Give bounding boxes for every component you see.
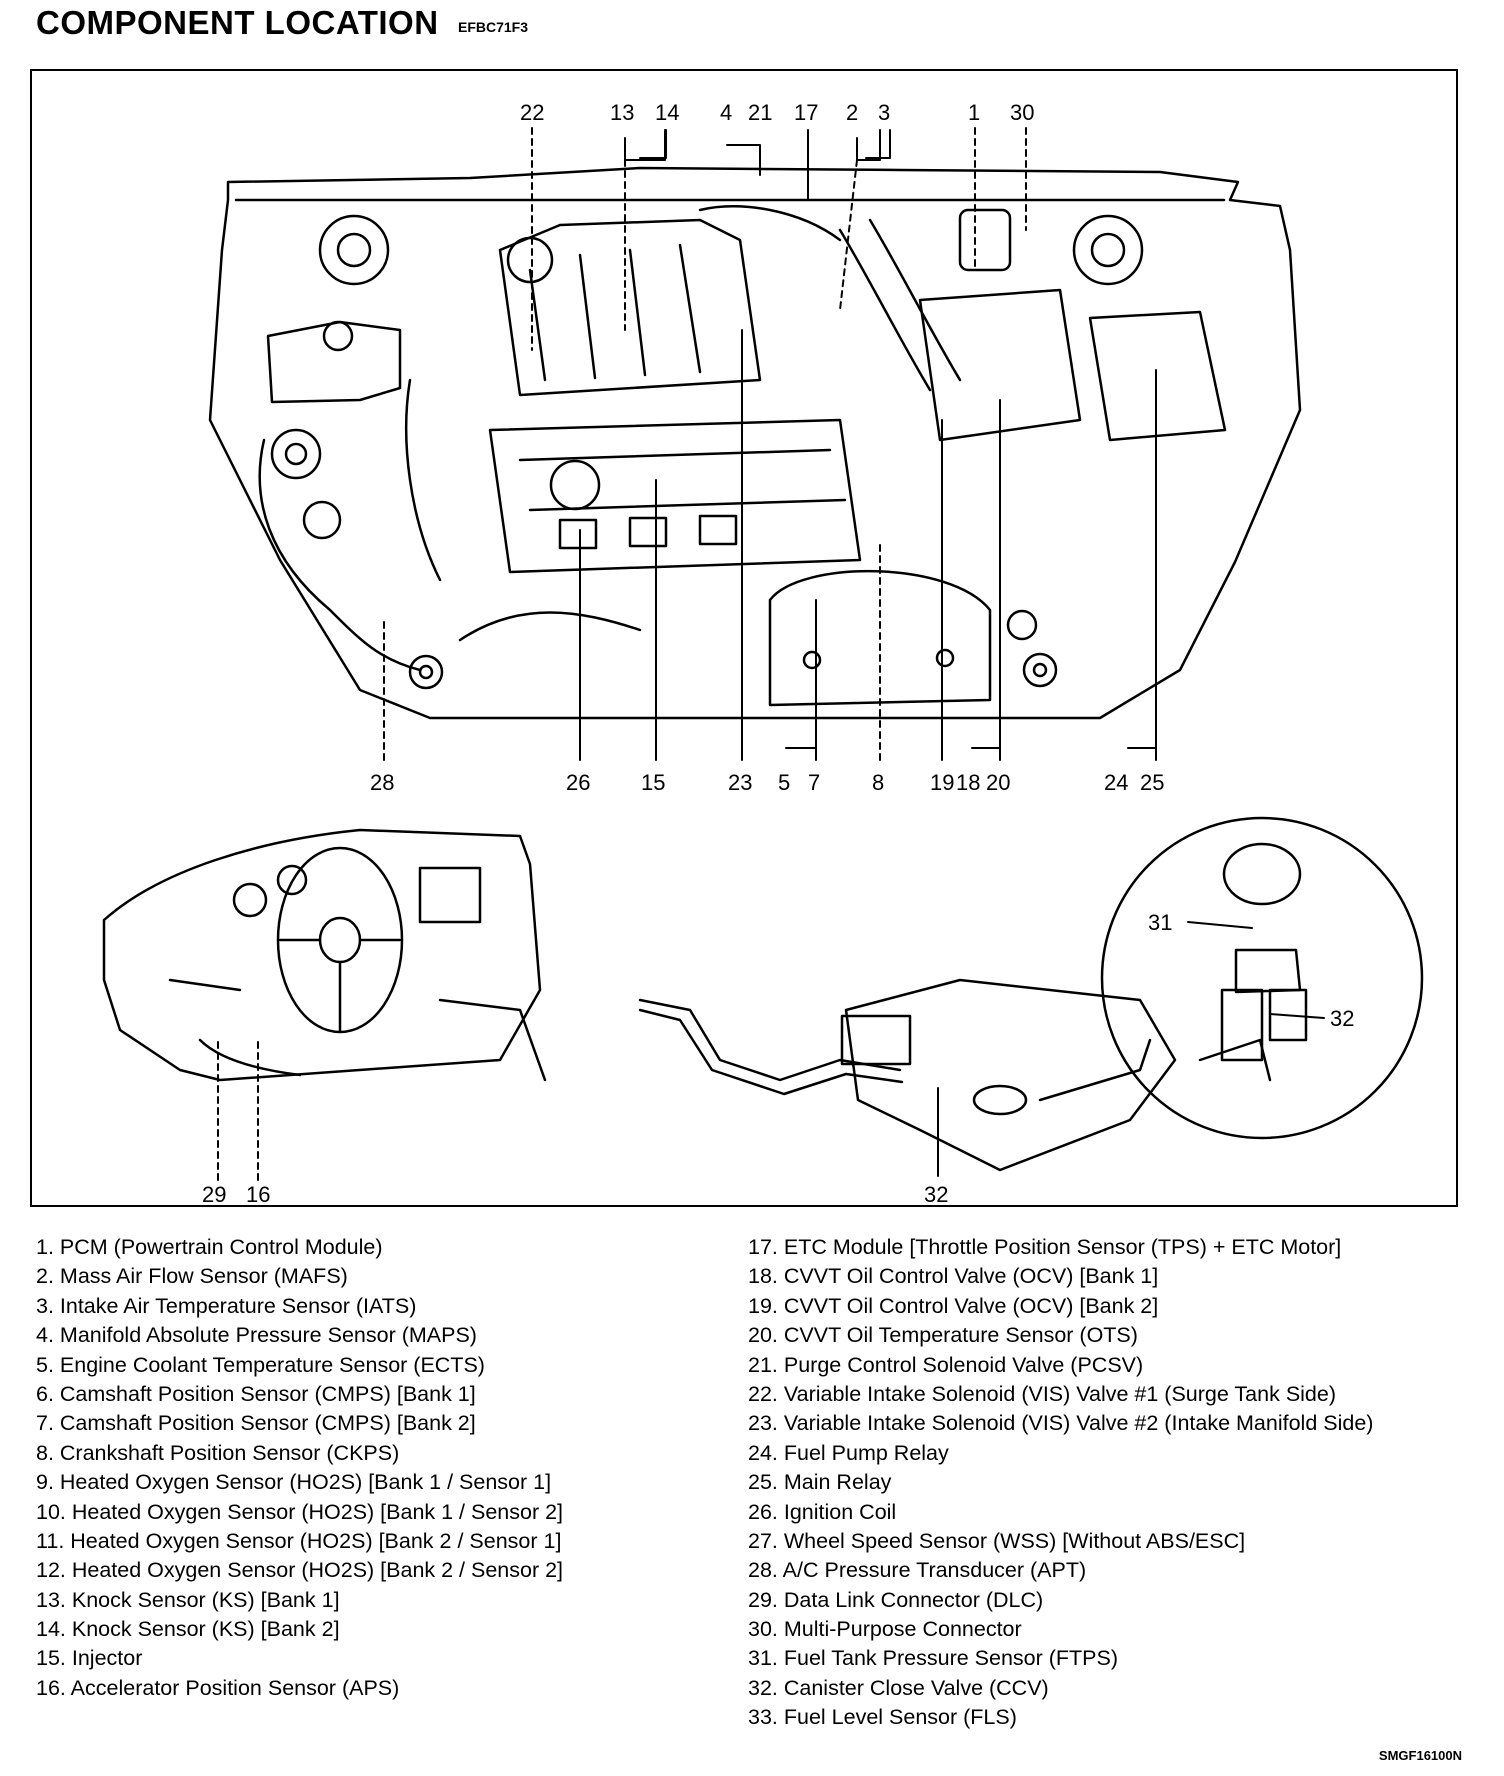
legend-item: 25. Main Relay <box>748 1470 892 1495</box>
callout-23: 23 <box>728 770 752 795</box>
legend-item: 28. A/C Pressure Transducer (APT) <box>748 1558 1087 1583</box>
legend-item: 10. Heated Oxygen Sensor (HO2S) [Bank 1 … <box>36 1499 564 1524</box>
callout-13: 13 <box>610 100 634 125</box>
callout-24: 24 <box>1104 770 1128 795</box>
callout-20: 20 <box>986 770 1010 795</box>
callout-18: 18 <box>956 770 980 795</box>
callout-31: 31 <box>1148 910 1172 935</box>
legend-item: 3. Intake Air Temperature Sensor (IATS) <box>36 1293 417 1318</box>
callout-32-canister: 32 <box>924 1182 948 1207</box>
legend-item: 30. Multi-Purpose Connector <box>748 1617 1022 1642</box>
legend-left-column: 1. PCM (Powertrain Control Module) 2. Ma… <box>36 1233 563 1703</box>
callout-32-pump: 32 <box>1330 1006 1354 1031</box>
legend-item: 22. Variable Intake Solenoid (VIS) Valve… <box>748 1381 1337 1406</box>
interior-callout-numbers: 29 16 <box>202 1182 270 1207</box>
legend-item: 15. Injector <box>36 1646 143 1671</box>
legend-item: 26. Ignition Coil <box>748 1499 897 1524</box>
engine-callout-numbers-top: 22 13 14 4 21 17 2 3 1 30 <box>520 100 1034 125</box>
legend-item: 16. Accelerator Position Sensor (APS) <box>36 1675 400 1700</box>
legend-item: 11. Heated Oxygen Sensor (HO2S) [Bank 2 … <box>36 1528 562 1553</box>
diagram-frame <box>30 69 1458 1207</box>
legend-item: 13. Knock Sensor (KS) [Bank 1] <box>36 1587 340 1612</box>
callout-3: 3 <box>878 100 890 125</box>
callout-4: 4 <box>720 100 732 125</box>
legend-item: 18. CVVT Oil Control Valve (OCV) [Bank 1… <box>748 1264 1159 1289</box>
legend-item: 19. CVVT Oil Control Valve (OCV) [Bank 2… <box>748 1293 1159 1318</box>
legend-item: 1. PCM (Powertrain Control Module) <box>36 1235 383 1259</box>
legend-item: 14. Knock Sensor (KS) [Bank 2] <box>36 1617 340 1642</box>
callout-14: 14 <box>655 100 679 125</box>
legend-item: 6. Camshaft Position Sensor (CMPS) [Bank… <box>36 1381 476 1406</box>
callout-21: 21 <box>748 100 772 125</box>
legend-right-column: 17. ETC Module [Throttle Position Sensor… <box>748 1233 1373 1733</box>
fuel-tank-illustration <box>638 978 1177 1172</box>
legend-item: 2. Mass Air Flow Sensor (MAFS) <box>36 1264 348 1289</box>
callout-16: 16 <box>246 1182 270 1207</box>
page-title: COMPONENT LOCATION <box>36 4 439 41</box>
callout-25: 25 <box>1140 770 1164 795</box>
legend-item: 17. ETC Module [Throttle Position Sensor… <box>748 1235 1342 1259</box>
callout-5: 5 <box>778 770 790 795</box>
legend-item: 4. Manifold Absolute Pressure Sensor (MA… <box>36 1323 477 1348</box>
engine-bay-illustration <box>208 166 1302 720</box>
callout-22: 22 <box>520 100 544 125</box>
legend-item: 7. Camshaft Position Sensor (CMPS) [Bank… <box>36 1411 476 1436</box>
callout-26: 26 <box>566 770 590 795</box>
legend-item: 27. Wheel Speed Sensor (WSS) [Without AB… <box>748 1528 1246 1553</box>
callout-19: 19 <box>930 770 954 795</box>
engine-callout-leaders <box>383 127 1157 761</box>
callout-2: 2 <box>846 100 858 125</box>
fuel-pump-callout-leaders <box>1187 921 1325 1019</box>
legend-item: 33. Fuel Level Sensor (FLS) <box>748 1705 1017 1730</box>
callout-7: 7 <box>808 770 820 795</box>
legend-item: 31. Fuel Tank Pressure Sensor (FTPS) <box>748 1646 1119 1671</box>
legend-item: 8. Crankshaft Position Sensor (CKPS) <box>36 1440 400 1465</box>
legend-item: 20. CVVT Oil Temperature Sensor (OTS) <box>748 1323 1138 1348</box>
legend-item: 23. Variable Intake Solenoid (VIS) Valve… <box>748 1411 1374 1436</box>
dashboard-callout-leaders <box>217 1039 259 1181</box>
callout-17: 17 <box>794 100 818 125</box>
callout-15: 15 <box>641 770 665 795</box>
engine-callout-numbers-bottom: 28 26 15 23 5 7 8 19 18 20 24 25 <box>370 770 1164 795</box>
legend-item: 5. Engine Coolant Temperature Sensor (EC… <box>36 1352 485 1377</box>
legend-item: 29. Data Link Connector (DLC) <box>748 1587 1044 1612</box>
callout-30: 30 <box>1010 100 1034 125</box>
callout-29: 29 <box>202 1182 226 1207</box>
figure-code: SMGF16100N <box>1378 1748 1462 1763</box>
tank-callout-numbers: 32 31 32 <box>924 910 1354 1207</box>
legend-item: 12. Heated Oxygen Sensor (HO2S) [Bank 2 … <box>36 1558 564 1583</box>
legend-item: 24. Fuel Pump Relay <box>748 1440 949 1465</box>
callout-1: 1 <box>968 100 980 125</box>
document-code: EFBC71F3 <box>458 19 529 35</box>
dashboard-illustration <box>102 828 547 1082</box>
callout-8: 8 <box>872 770 884 795</box>
fuel-pump-detail-illustration <box>1100 816 1424 1140</box>
legend-item: 32. Canister Close Valve (CCV) <box>748 1675 1049 1700</box>
legend-item: 9. Heated Oxygen Sensor (HO2S) [Bank 1 /… <box>36 1470 552 1495</box>
legend-item: 21. Purge Control Solenoid Valve (PCSV) <box>748 1352 1144 1377</box>
callout-28: 28 <box>370 770 394 795</box>
